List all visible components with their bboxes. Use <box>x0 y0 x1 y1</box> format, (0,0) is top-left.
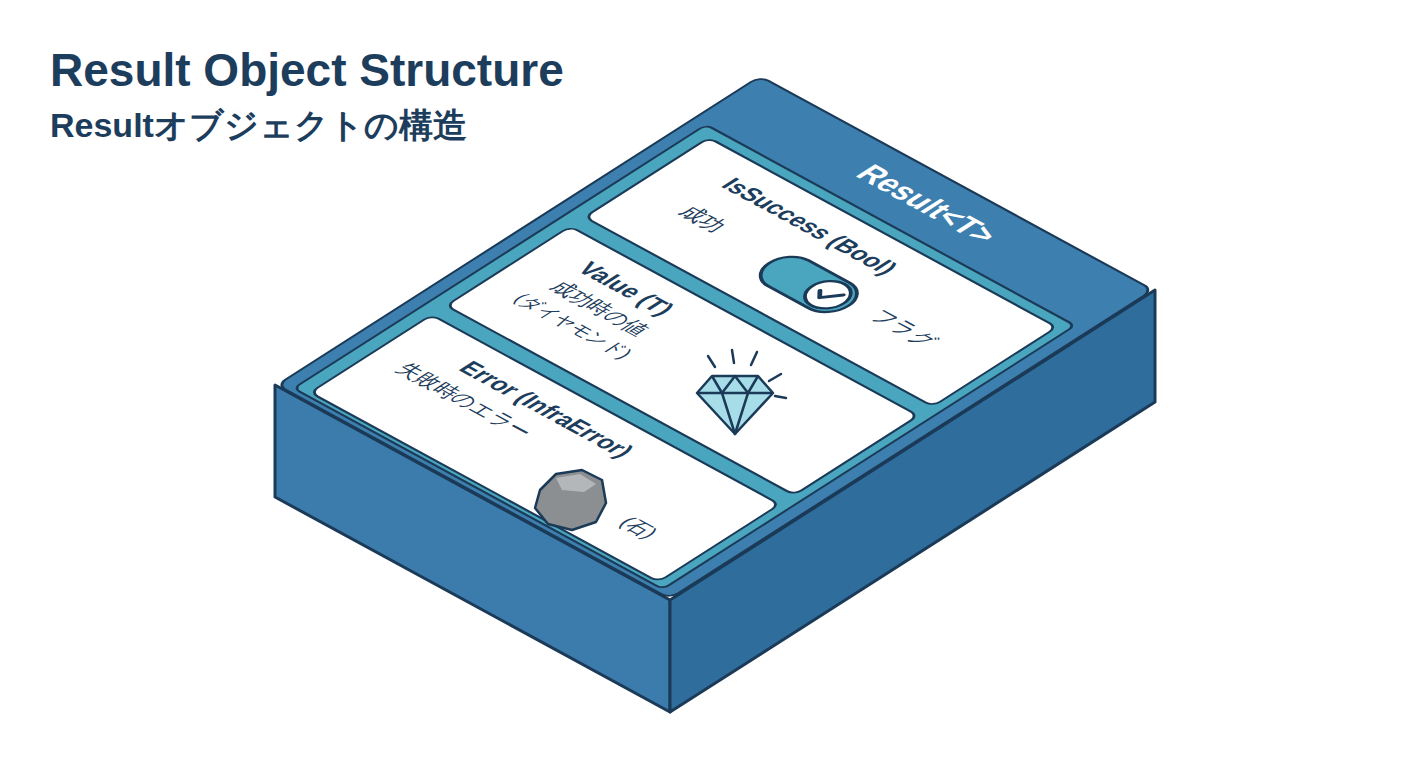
subtitle: Resultオブジェクトの構造 <box>50 106 467 145</box>
field-note: (石) <box>614 513 663 542</box>
field-note: 成功 <box>673 202 732 236</box>
field-note: フラグ <box>864 306 944 351</box>
result-container: Result<T>IsSuccess (Bool)成功フラグValue (T)成… <box>275 75 1155 600</box>
title: Result Object Structure <box>50 44 564 97</box>
